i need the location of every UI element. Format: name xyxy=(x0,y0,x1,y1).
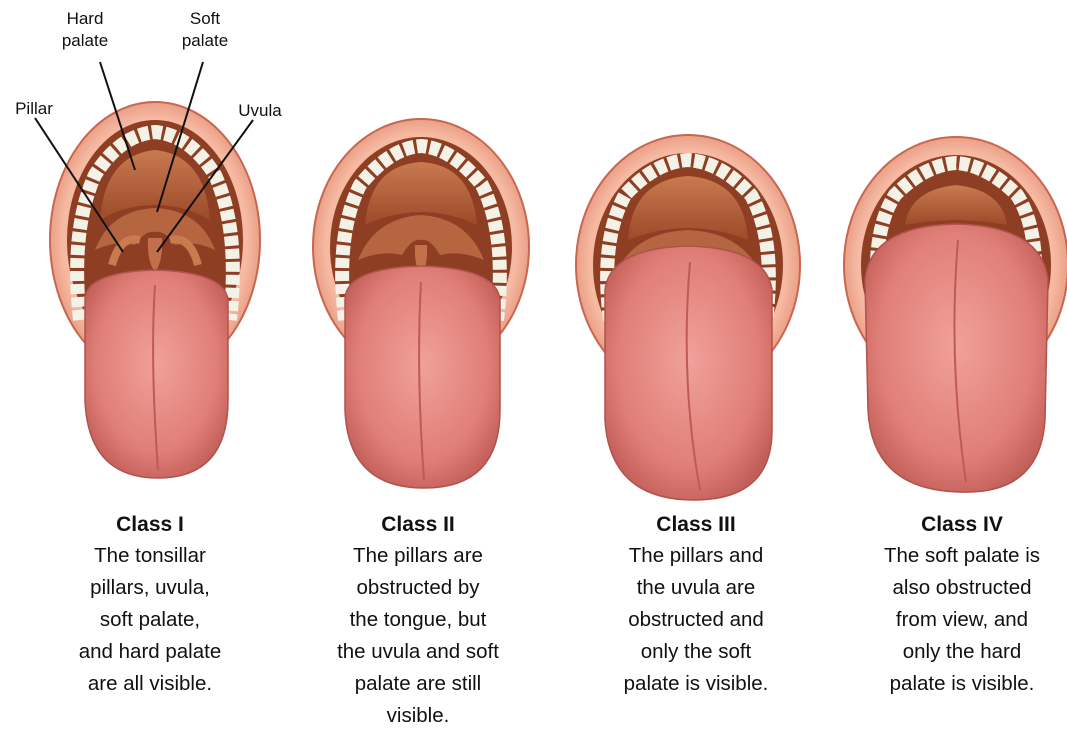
mouth-class-2 xyxy=(313,119,529,488)
caption-title: Class I xyxy=(30,510,270,540)
caption-line: and hard palate xyxy=(30,636,270,668)
label-hard-palate-line2: palate xyxy=(50,30,120,52)
label-pillar: Pillar xyxy=(4,98,64,120)
caption-line: only the hard xyxy=(842,636,1067,668)
caption-line: only the soft xyxy=(576,636,816,668)
caption-class-3: Class III The pillars and the uvula are … xyxy=(576,510,816,700)
caption-class-2: Class II The pillars are obstructed by t… xyxy=(298,510,538,732)
label-soft-palate-line2: palate xyxy=(170,30,240,52)
caption-line: visible. xyxy=(298,700,538,732)
label-soft-palate-line1: Soft xyxy=(170,8,240,30)
caption-description: The pillars and the uvula are obstructed… xyxy=(576,540,816,700)
caption-line: The tonsillar xyxy=(30,540,270,572)
caption-title: Class III xyxy=(576,510,816,540)
caption-class-1: Class I The tonsillar pillars, uvula, so… xyxy=(30,510,270,700)
caption-description: The pillars are obstructed by the tongue… xyxy=(298,540,538,732)
caption-description: The tonsillar pillars, uvula, soft palat… xyxy=(30,540,270,700)
caption-line: soft palate, xyxy=(30,604,270,636)
caption-description: The soft palate is also obstructed from … xyxy=(842,540,1067,700)
label-uvula: Uvula xyxy=(228,100,292,122)
caption-line: palate is visible. xyxy=(576,668,816,700)
caption-line: the tongue, but xyxy=(298,604,538,636)
caption-line: from view, and xyxy=(842,604,1067,636)
mouth-class-1 xyxy=(50,102,260,478)
caption-line: also obstructed xyxy=(842,572,1067,604)
label-hard-palate: Hard palate xyxy=(50,8,120,52)
caption-line: the uvula and soft xyxy=(298,636,538,668)
caption-title: Class II xyxy=(298,510,538,540)
caption-line: pillars, uvula, xyxy=(30,572,270,604)
caption-line: palate is visible. xyxy=(842,668,1067,700)
caption-line: The soft palate is xyxy=(842,540,1067,572)
caption-line: are all visible. xyxy=(30,668,270,700)
label-hard-palate-line1: Hard xyxy=(50,8,120,30)
caption-line: palate are still xyxy=(298,668,538,700)
caption-line: obstructed and xyxy=(576,604,816,636)
mouth-class-3 xyxy=(576,135,800,500)
caption-line: The pillars are xyxy=(298,540,538,572)
label-soft-palate: Soft palate xyxy=(170,8,240,52)
caption-title: Class IV xyxy=(842,510,1067,540)
mouth-class-4 xyxy=(844,137,1067,492)
caption-class-4: Class IV The soft palate is also obstruc… xyxy=(842,510,1067,700)
caption-line: The pillars and xyxy=(576,540,816,572)
caption-line: obstructed by xyxy=(298,572,538,604)
caption-line: the uvula are xyxy=(576,572,816,604)
